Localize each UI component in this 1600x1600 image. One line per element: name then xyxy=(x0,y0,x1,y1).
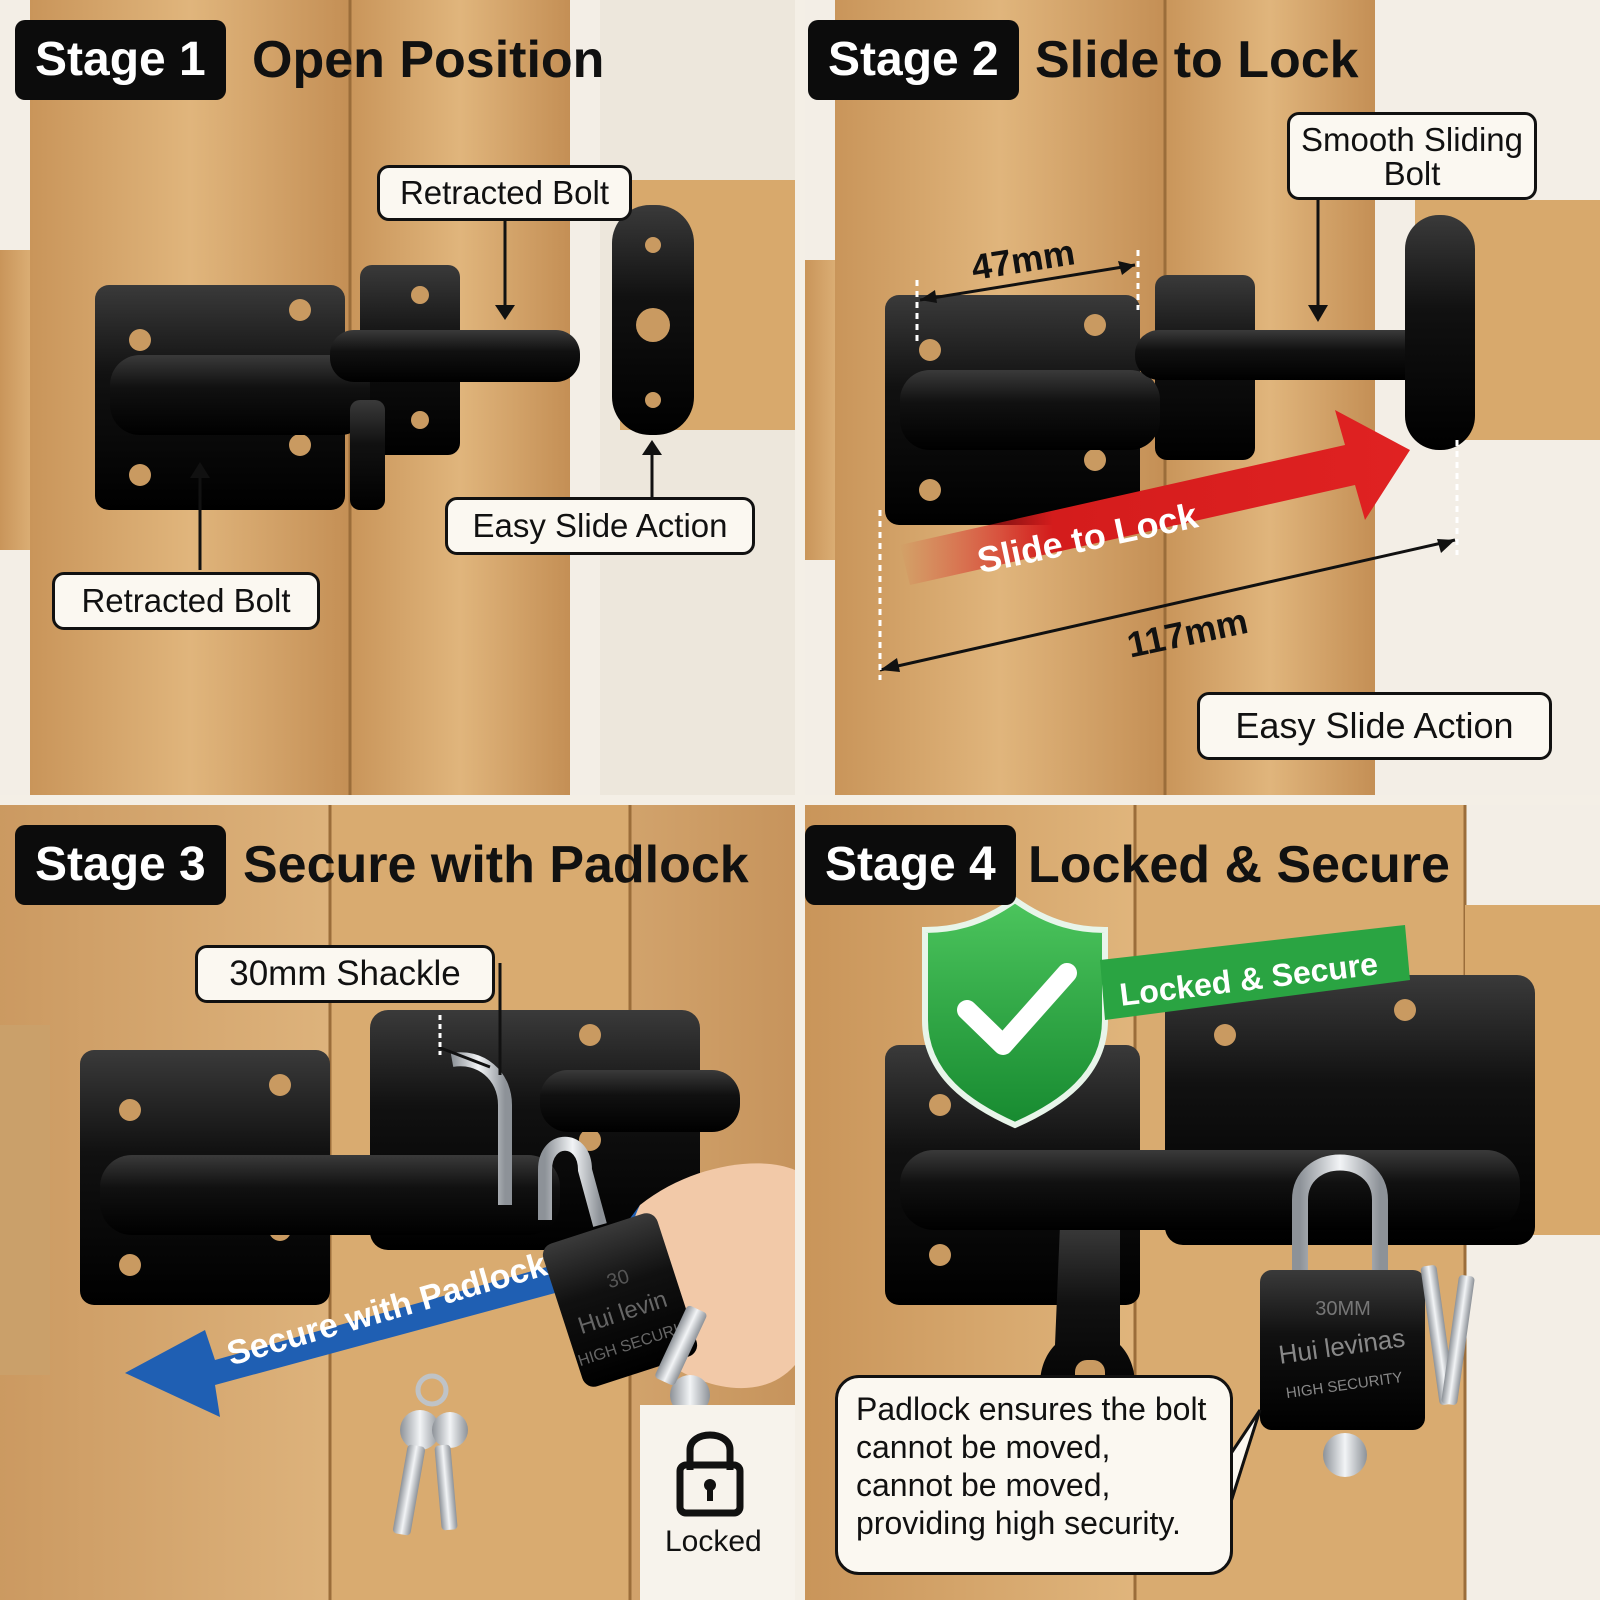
retracted-bolt xyxy=(110,355,370,435)
security-note-bubble: Padlock ensures the bolt cannot be moved… xyxy=(835,1375,1233,1575)
callout-retracted-bolt-bottom: Retracted Bolt xyxy=(52,572,320,630)
padlock-size-text: 30MM xyxy=(1315,1298,1371,1320)
slide-to-lock-arrow xyxy=(900,410,1410,585)
stage-1-illustration xyxy=(0,0,795,795)
locked-bolt xyxy=(900,1150,1520,1230)
strike-plate xyxy=(1405,215,1475,450)
callout-30mm-shackle: 30mm Shackle xyxy=(195,945,495,1003)
callout-retracted-bolt-top: Retracted Bolt xyxy=(377,165,632,221)
hasp-plate xyxy=(1040,1225,1135,1420)
bolt-rod xyxy=(330,330,580,382)
spare-keys-icon xyxy=(392,1373,468,1536)
locked-label: Locked xyxy=(665,1525,762,1558)
sliding-bolt xyxy=(100,1155,560,1235)
padlock-shackle xyxy=(450,1052,512,1205)
callout-easy-slide-action: Easy Slide Action xyxy=(445,497,755,555)
stage-3-illustration: Secure with Padlock 30 Hui levin HIGH SE… xyxy=(0,805,795,1600)
panel-stage-1: Stage 1 Open Position Retracted Bolt Eas… xyxy=(0,0,795,795)
panel-stage-3: Secure with Padlock 30 Hui levin HIGH SE… xyxy=(0,805,795,1600)
stage-2-title: Slide to Lock xyxy=(1035,31,1359,89)
secure-with-padlock-arrow xyxy=(125,1205,690,1417)
callout-smooth-sliding-bolt: Smooth Sliding Bolt xyxy=(1287,112,1537,200)
padlock-shackle xyxy=(1292,1154,1388,1275)
padlock-body xyxy=(542,1213,698,1387)
key-icon xyxy=(1323,1265,1475,1477)
shield-check-icon xyxy=(922,896,1108,1129)
sliding-bolt xyxy=(900,370,1160,450)
stage-2-illustration: 47mm Slide to Lock 117mm xyxy=(805,0,1600,795)
stage-4-title: Locked & Secure xyxy=(1028,836,1450,894)
stage-3-tag: Stage 3 xyxy=(15,825,226,905)
bolt-handle xyxy=(350,400,385,510)
locked-secure-badge xyxy=(1100,925,1410,1020)
lock-icon xyxy=(676,1431,744,1517)
stage-1-tag: Stage 1 xyxy=(15,20,226,100)
padlock-body xyxy=(1260,1270,1425,1430)
stage-1-title: Open Position xyxy=(252,31,605,89)
stage-4-illustration: 30MM Hui levinas HIGH SECURITY Locked & … xyxy=(805,805,1600,1600)
stage-3-title: Secure with Padlock xyxy=(243,836,749,894)
callout-easy-slide-action: Easy Slide Action xyxy=(1197,692,1552,760)
panel-stage-4: 30MM Hui levinas HIGH SECURITY Locked & … xyxy=(805,805,1600,1600)
stage-4-tag: Stage 4 xyxy=(805,825,1016,905)
stage-2-tag: Stage 2 xyxy=(808,20,1019,100)
panel-stage-2: 47mm Slide to Lock 117mm Stage 2 Slide t… xyxy=(805,0,1600,795)
bolt-rod-extended xyxy=(1135,330,1465,380)
bolt-rod xyxy=(540,1070,740,1132)
